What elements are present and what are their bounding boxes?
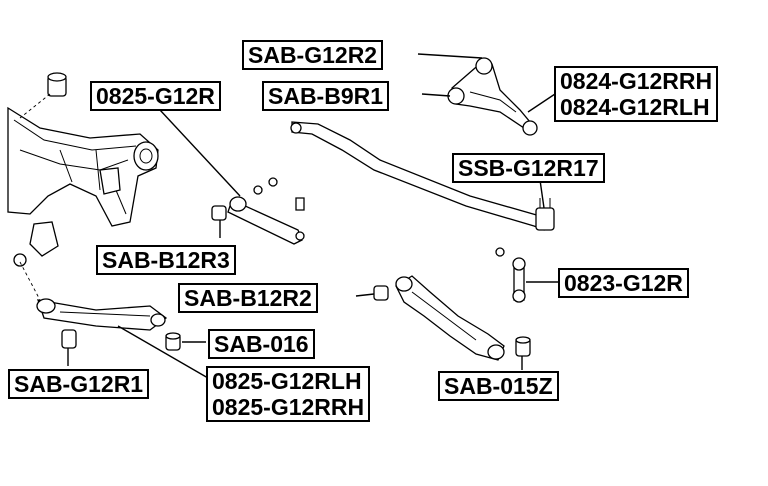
label-ssb-g12r17[interactable]: SSB-G12R17 xyxy=(452,153,605,183)
label-sab-g12r1[interactable]: SAB-G12R1 xyxy=(8,369,150,399)
label-0825-g12r[interactable]: 0825-G12R xyxy=(90,81,221,111)
part-number: 0825-G12R xyxy=(96,83,215,109)
part-number: SAB-B12R3 xyxy=(102,247,230,273)
bushing-top-left xyxy=(19,72,67,119)
part-number: 0824-G12RRH xyxy=(560,68,713,94)
part-number: SAB-B9R1 xyxy=(268,83,384,109)
label-sab-015z[interactable]: SAB-015Z xyxy=(438,371,559,401)
label-sab-016[interactable]: SAB-016 xyxy=(208,329,315,359)
part-number: SAB-015Z xyxy=(444,373,553,399)
part-number: SAB-B12R2 xyxy=(184,285,312,311)
part-number: 0823-G12R xyxy=(564,270,683,296)
lateral-link xyxy=(211,177,305,245)
part-number: 0825-G12RRH xyxy=(212,394,365,420)
part-number: SAB-G12R1 xyxy=(14,371,144,397)
bushing-sab-016 xyxy=(165,332,181,351)
part-number: SSB-G12R17 xyxy=(458,155,599,181)
subframe-drawing xyxy=(7,106,159,267)
lower-arm-center xyxy=(373,275,531,361)
label-sab-b12r3[interactable]: SAB-B12R3 xyxy=(96,245,236,275)
part-number: 0824-G12RLH xyxy=(560,94,710,120)
label-sab-b12r2[interactable]: SAB-B12R2 xyxy=(178,283,318,313)
label-0823-g12r[interactable]: 0823-G12R xyxy=(558,268,689,298)
leader-lines xyxy=(67,53,560,379)
upper-arm xyxy=(447,57,538,136)
part-number: SAB-G12R2 xyxy=(248,42,378,68)
stabilizer-link xyxy=(512,257,526,303)
label-sab-g12r2[interactable]: SAB-G12R2 xyxy=(242,40,384,70)
lower-arm-left xyxy=(19,261,168,349)
part-number: 0825-G12RLH xyxy=(212,368,362,394)
label-sab-b9r1[interactable]: SAB-B9R1 xyxy=(262,81,390,111)
label-0825-g12r-lh-rh[interactable]: 0825-G12RLH 0825-G12RRH xyxy=(206,366,371,422)
label-0824-g12r[interactable]: 0824-G12RRH 0824-G12RLH xyxy=(554,66,719,122)
part-number: SAB-016 xyxy=(214,331,309,357)
stabilizer-bar xyxy=(290,121,555,257)
